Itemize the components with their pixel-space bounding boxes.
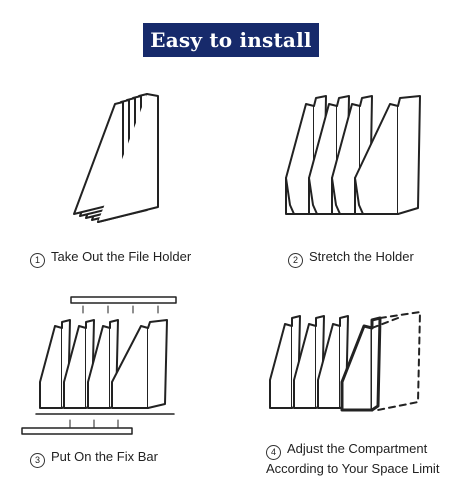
- step-4-number: 4: [266, 445, 281, 460]
- step-1-number: 1: [30, 253, 45, 268]
- step-4-text-line2: According to Your Space Limit: [266, 461, 440, 476]
- step-2-caption: 2 Stretch the Holder: [288, 249, 414, 268]
- step-3-caption: 3 Put On the Fix Bar: [30, 449, 158, 468]
- title-banner: Easy to install: [143, 23, 319, 57]
- step-4-caption-line2: According to Your Space Limit: [266, 461, 439, 477]
- step-3-text: Put On the Fix Bar: [51, 449, 158, 464]
- step-1-text: Take Out the File Holder: [51, 249, 192, 264]
- adjust-compartment-illustration: [269, 311, 421, 412]
- step-3-number: 3: [30, 453, 45, 468]
- step-2-text: Stretch the Holder: [309, 249, 414, 264]
- step-4-text-line1: Adjust the Compartment: [287, 441, 428, 456]
- fix-bar-illustration: [21, 296, 177, 435]
- folded-holders-illustration: [73, 93, 159, 223]
- step-4-caption-line1: 4 Adjust the Compartment: [266, 441, 427, 460]
- banner-title: Easy to install: [150, 28, 312, 52]
- step-2-number: 2: [288, 253, 303, 268]
- step-1-caption: 1 Take Out the File Holder: [30, 249, 191, 268]
- stretched-holders-illustration: [285, 95, 421, 215]
